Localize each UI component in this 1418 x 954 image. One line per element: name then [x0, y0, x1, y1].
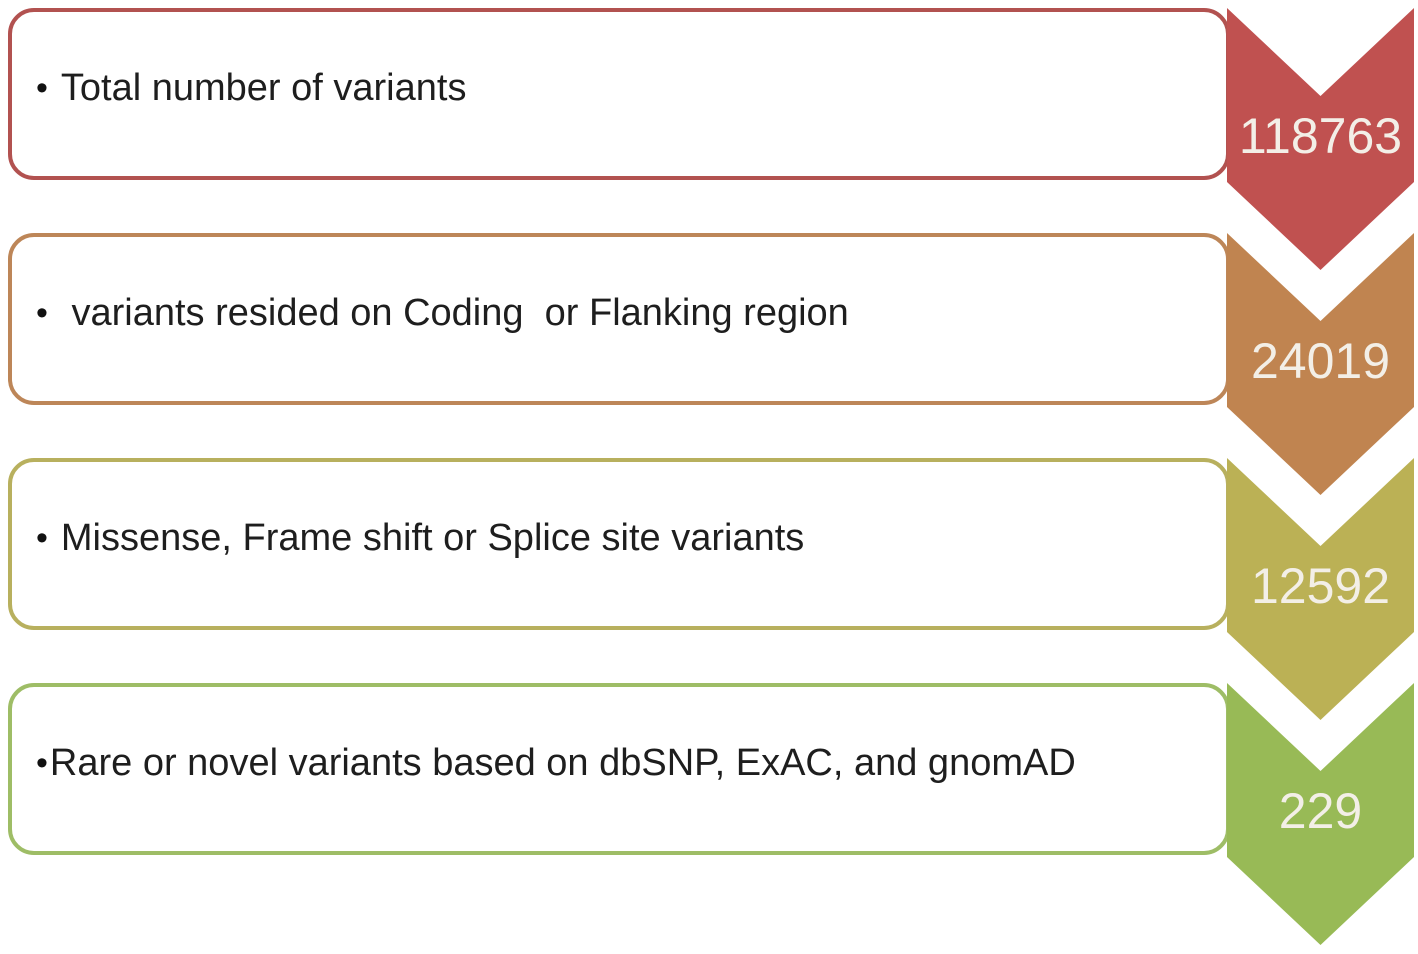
step-label: Rare or novel variants based on dbSNP, E… [49, 742, 1076, 785]
step-label: Missense, Frame shift or Splice site var… [60, 517, 805, 560]
down-chevron: 12592 [1227, 458, 1414, 720]
down-chevron-shape [1227, 458, 1414, 720]
step-label: Total number of variants [60, 67, 467, 110]
step-box-coding-flanking: • variants resided on Coding or Flanking… [8, 233, 1230, 405]
down-chevron: 229 [1227, 683, 1414, 945]
step-box-total-variants: • Total number of variants [8, 8, 1230, 180]
step-label-row: • variants resided on Coding or Flanking… [8, 233, 1230, 405]
bullet-icon: • [36, 69, 48, 108]
bullet-icon: • [36, 519, 48, 558]
down-chevron-shape [1227, 8, 1414, 270]
step-label-row: • Missense, Frame shift or Splice site v… [8, 458, 1230, 630]
step-box-missense-frameshift-splice: • Missense, Frame shift or Splice site v… [8, 458, 1230, 630]
down-chevron: 118763 [1227, 8, 1414, 270]
step-arrow-coding-flanking: 24019 [1227, 233, 1414, 495]
step-label: variants resided on Coding or Flanking r… [60, 292, 849, 335]
bullet-icon: • [36, 744, 48, 783]
step-arrow-total-variants: 118763 [1227, 8, 1414, 270]
step-arrow-rare-novel: 229 [1227, 683, 1414, 945]
down-chevron: 24019 [1227, 233, 1414, 495]
step-label-row: • Total number of variants [8, 8, 1230, 180]
down-chevron-shape [1227, 233, 1414, 495]
step-count: 229 [1279, 783, 1362, 839]
bullet-icon: • [36, 294, 48, 333]
step-count: 12592 [1251, 558, 1390, 614]
down-chevron-shape [1227, 683, 1414, 945]
step-count: 118763 [1239, 108, 1402, 164]
step-arrow-missense-frameshift-splice: 12592 [1227, 458, 1414, 720]
step-label-row: • Rare or novel variants based on dbSNP,… [8, 683, 1230, 855]
step-box-rare-novel: • Rare or novel variants based on dbSNP,… [8, 683, 1230, 855]
step-count: 24019 [1251, 333, 1390, 389]
